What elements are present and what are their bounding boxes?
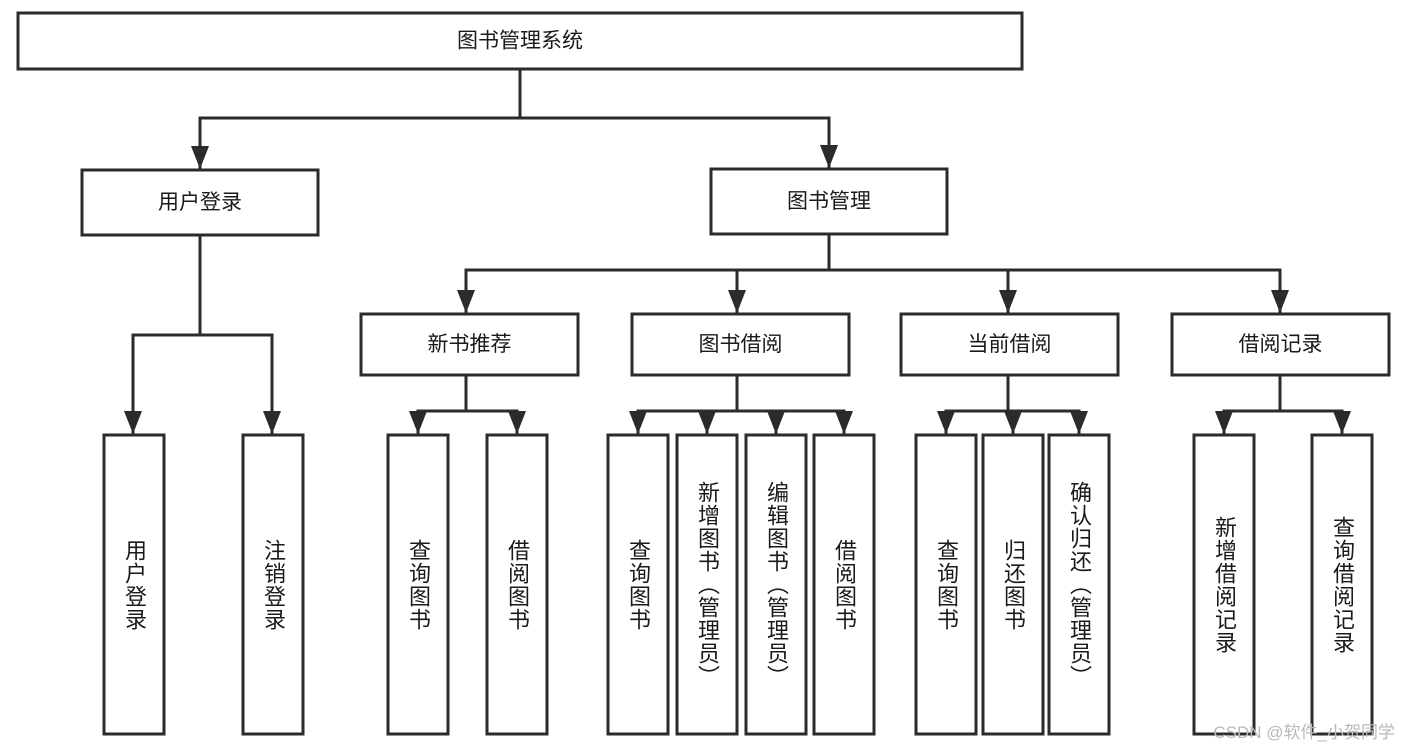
arrow-head-icon (1070, 411, 1088, 434)
arrow-head-icon (1215, 411, 1233, 434)
node-new-book-recommend[interactable] (359, 312, 580, 377)
node-leaf-return-book[interactable] (981, 433, 1045, 736)
arrow-head-icon (1271, 290, 1289, 313)
node-new-book-recommend-label: 新书推荐 (428, 333, 512, 356)
node-leaf-edit-book[interactable] (744, 433, 808, 736)
arrow-head-icon (263, 411, 281, 434)
arrow-head-icon (820, 145, 838, 168)
node-leaf-user-login[interactable] (102, 433, 166, 736)
node-borrow-record-label: 借阅记录 (1239, 333, 1323, 356)
arrow-head-icon (999, 290, 1017, 313)
node-user-login-label: 用户登录 (158, 191, 242, 214)
arrow-head-icon (508, 411, 526, 434)
node-book-manage[interactable] (709, 167, 949, 236)
arrow-head-icon (457, 290, 475, 313)
node-user-login[interactable] (80, 168, 320, 237)
arrow-head-icon (1004, 411, 1022, 434)
node-borrow-record[interactable] (1170, 312, 1391, 377)
node-leaf-logout[interactable] (241, 433, 305, 736)
node-current-borrow-label: 当前借阅 (968, 333, 1052, 356)
node-leaf-add-record[interactable] (1192, 433, 1256, 736)
arrow-head-icon (409, 411, 427, 434)
node-book-borrow[interactable] (630, 312, 851, 377)
node-root[interactable] (16, 11, 1024, 71)
node-leaf-query-record[interactable] (1310, 433, 1374, 736)
watermark-text: CSDN @软件_小贺同学 (1213, 723, 1395, 742)
arrow-head-icon (124, 411, 142, 434)
node-leaf-query-book-2[interactable] (606, 433, 670, 736)
arrow-head-icon (698, 411, 716, 434)
arrow-head-icon (191, 146, 209, 169)
node-leaf-confirm-return[interactable] (1047, 433, 1111, 736)
node-leaf-query-book-3[interactable] (914, 433, 978, 736)
node-leaf-borrow-book-2[interactable] (812, 433, 876, 736)
node-leaf-add-book[interactable] (675, 433, 739, 736)
node-leaf-borrow-book-1[interactable] (485, 433, 549, 736)
node-current-borrow[interactable] (899, 312, 1120, 377)
arrow-head-icon (728, 290, 746, 313)
connector-lines (124, 67, 1351, 434)
arrow-head-icon (835, 411, 853, 434)
node-book-manage-label: 图书管理 (787, 190, 871, 213)
arrow-head-icon (937, 411, 955, 434)
node-root-label: 图书管理系统 (457, 30, 583, 53)
arrow-head-icon (767, 411, 785, 434)
arrow-head-icon (1333, 411, 1351, 434)
arrow-head-icon (629, 411, 647, 434)
node-leaf-query-book-1[interactable] (386, 433, 450, 736)
node-book-borrow-label: 图书借阅 (699, 333, 783, 356)
